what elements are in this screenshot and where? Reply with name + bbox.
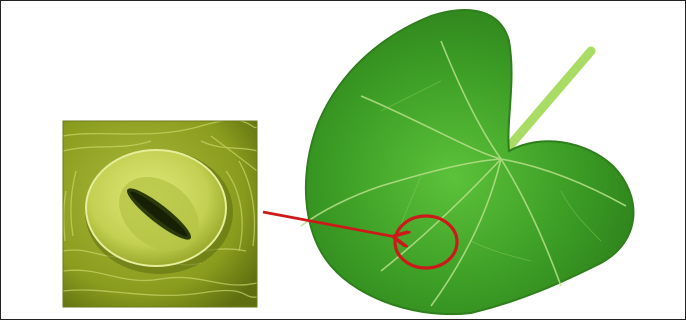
stoma-micrograph: [63, 120, 257, 307]
stoma-icon: [85, 150, 233, 274]
